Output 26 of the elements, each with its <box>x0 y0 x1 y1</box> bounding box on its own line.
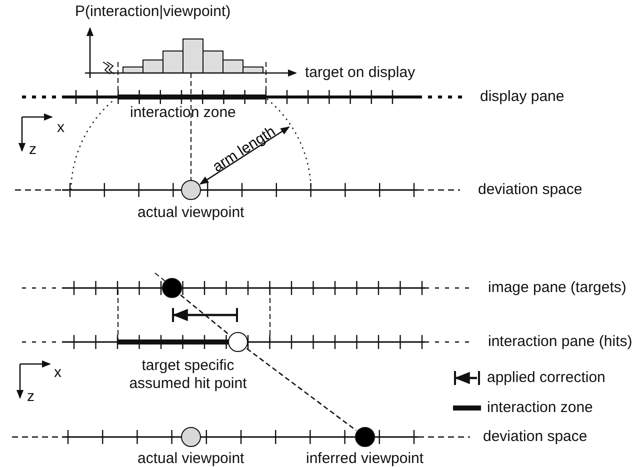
axis-letter: x <box>54 364 62 382</box>
pane-label: deviation space <box>483 428 588 446</box>
axis-letter: z <box>29 141 36 159</box>
axis-label: P(interaction|viewpoint) <box>75 3 231 21</box>
caption-text: target specific assumed hit point <box>128 357 248 393</box>
double-arrow <box>199 126 290 185</box>
legend-text: applied correction <box>487 369 606 387</box>
zone-label: interaction zone <box>130 104 236 122</box>
caption-text: actual viewpoint <box>138 204 244 222</box>
axis-letter: z <box>27 388 34 406</box>
caption-text: actual viewpoint <box>138 450 244 467</box>
dashed-line <box>246 348 357 431</box>
pane-label: image pane (targets) <box>488 279 626 297</box>
viewpoint-dot <box>355 427 375 447</box>
target-dot <box>162 278 182 298</box>
axis-letter: x <box>57 119 64 137</box>
pane-label: display pane <box>480 88 564 106</box>
caption-text: inferred viewpoint <box>306 450 424 467</box>
dashed-line <box>180 294 230 336</box>
hit-point-circle <box>228 332 248 352</box>
pane-label: deviation space <box>478 181 582 199</box>
legend-text: interaction zone <box>487 399 593 417</box>
viewpoint-circle <box>181 427 201 447</box>
pane-label: interaction pane (hits) <box>488 333 632 351</box>
viewpoint-circle <box>181 180 201 200</box>
axis-label: target on display <box>305 64 416 82</box>
